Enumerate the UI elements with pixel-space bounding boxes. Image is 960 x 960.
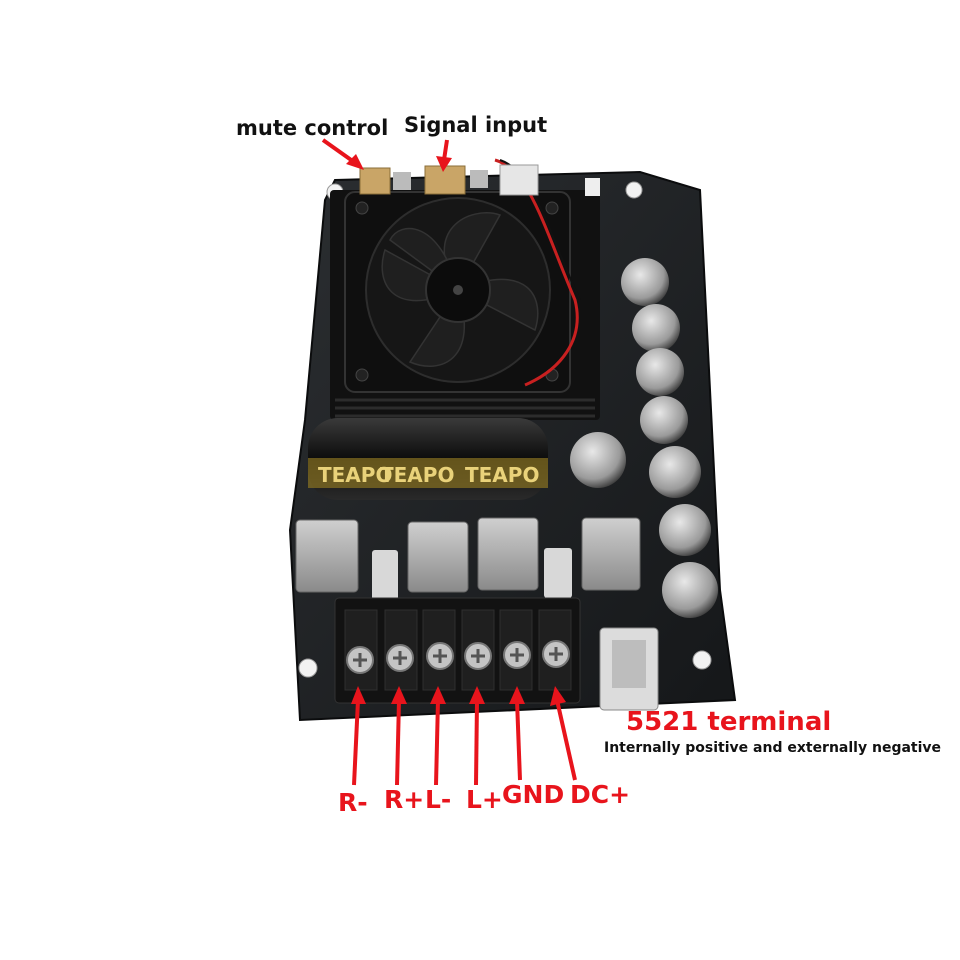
top-connectors	[359, 164, 600, 196]
mount-hole	[692, 650, 712, 670]
label-5521-terminal: 5521 terminal	[626, 707, 832, 737]
mute-connector	[359, 167, 391, 195]
cap-brand-1: TEAPO	[318, 463, 392, 487]
label-signal-input: Signal input	[404, 113, 548, 137]
annotation-arrows	[321, 138, 577, 786]
label-terminal-note: Internally positive and externally negat…	[604, 740, 942, 756]
mount-hole	[298, 658, 318, 678]
cap-brand-3: TEAPO	[465, 463, 539, 487]
bulk-capacitor: TEAPO TEAPO TEAPO	[308, 418, 548, 500]
label-terminal-dc-plus: DC+	[570, 780, 631, 809]
capacitor-column	[570, 258, 718, 618]
label-terminal-r-minus: R-	[338, 788, 368, 817]
inductors	[295, 517, 641, 600]
label-mute-control: mute control	[236, 116, 389, 140]
signal-connector	[424, 165, 466, 195]
terminal-block	[334, 597, 581, 704]
label-terminal-l-plus: L+	[466, 785, 503, 814]
dc-jack-5521	[599, 627, 659, 711]
cap-brand-2: TEAPO	[380, 463, 454, 487]
mount-hole	[625, 181, 643, 199]
label-terminal-l-minus: L-	[425, 785, 452, 814]
power-connector	[499, 164, 539, 196]
cooling-fan	[344, 158, 581, 393]
label-terminal-r-plus: R+	[384, 785, 425, 814]
label-terminal-gnd: GND	[502, 780, 565, 809]
